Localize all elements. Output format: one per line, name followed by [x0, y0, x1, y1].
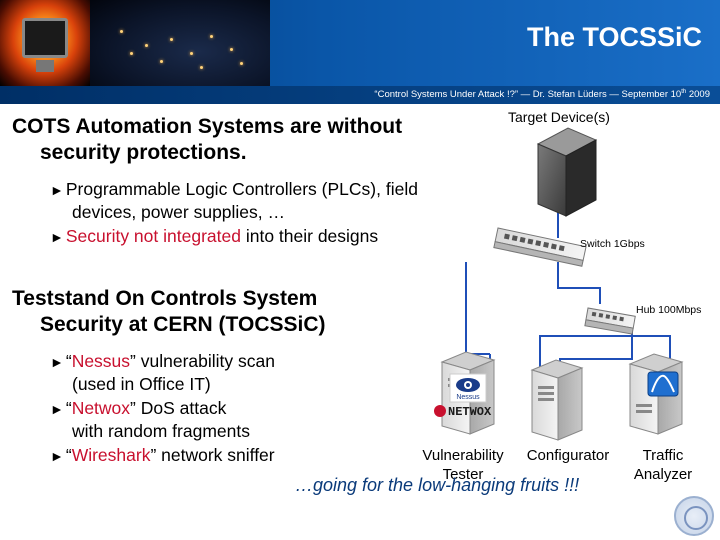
- hub-device: [584, 307, 636, 335]
- triangle-bullet-icon: ►: [50, 448, 64, 464]
- burning-computer-image: [0, 0, 90, 86]
- network-diagram: Nessus NETWOX Target De: [420, 104, 720, 484]
- subtitle-bar: “Control Systems Under Attack !?” — Dr. …: [0, 86, 720, 104]
- wireshark-icon: [647, 371, 679, 397]
- bullet-item: ►“Netwox” DoS attack with random fragmen…: [50, 398, 250, 441]
- hub-label: Hub 100Mbps: [636, 304, 702, 316]
- bullet-item: ►“Wireshark” network sniffer: [50, 445, 275, 465]
- triangle-bullet-icon: ►: [50, 229, 64, 245]
- section2-bullets: ►“Nessus” vulnerability scan (used in Of…: [50, 350, 275, 469]
- bullet-item: ►Programmable Logic Controllers (PLCs), …: [50, 179, 418, 222]
- subtitle: “Control Systems Under Attack !?” — Dr. …: [374, 89, 710, 101]
- header-banner: The TOCSSiC: [0, 0, 720, 86]
- triangle-bullet-icon: ►: [50, 182, 64, 198]
- network-diagram-graphic: Nessus NETWOX: [434, 127, 684, 441]
- bullet-item: ►Security not integrated into their desi…: [50, 226, 379, 246]
- footer-tagline: …going for the low-hanging fruits !!!: [295, 475, 580, 495]
- section1-bullets: ►Programmable Logic Controllers (PLCs), …: [50, 178, 418, 250]
- target-device-label: Target Device(s): [508, 109, 610, 125]
- bullet-item: ►“Nessus” vulnerability scan (used in Of…: [50, 351, 275, 394]
- target-device-server: [536, 127, 598, 217]
- earth-at-night-image: [90, 0, 270, 86]
- switch-label: Switch 1Gbps: [580, 238, 645, 250]
- nessus-logo: Nessus: [449, 373, 487, 403]
- configurator-label: Configurator: [526, 447, 610, 464]
- switch-device: [493, 227, 587, 267]
- cern-logo: [674, 496, 714, 536]
- network-cables: [465, 210, 671, 372]
- page-title: The TOCSSiC: [526, 22, 702, 52]
- svg-text:NETWOX: NETWOX: [448, 405, 492, 419]
- triangle-bullet-icon: ►: [50, 354, 64, 370]
- section2-heading: Teststand On Controls System Security at…: [12, 287, 326, 336]
- netwox-logo: NETWOX: [434, 405, 492, 419]
- section1-heading: COTS Automation Systems are without secu…: [12, 115, 403, 164]
- configurator-server: [530, 359, 584, 441]
- triangle-bullet-icon: ►: [50, 401, 64, 417]
- svg-text:Nessus: Nessus: [456, 394, 480, 401]
